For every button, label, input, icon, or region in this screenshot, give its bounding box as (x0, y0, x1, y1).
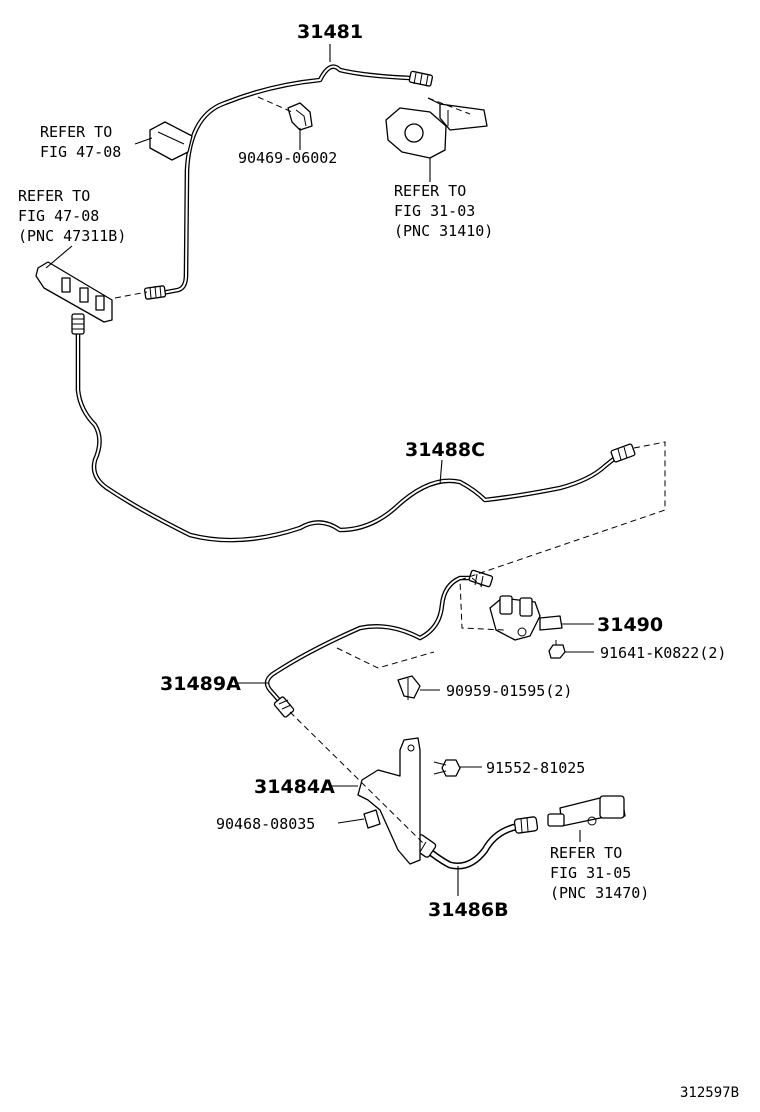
refer-fig-31-03: REFER TO FIG 31-03 (PNC 31410) (394, 182, 493, 240)
release-cylinder (547, 795, 626, 827)
hose-31486b (421, 822, 524, 870)
refer-line-2: FIG 31-05 (550, 864, 631, 882)
junction-bracket-47311b (35, 261, 113, 323)
refer-line-1: REFER TO (40, 123, 112, 141)
label-31484a: 31484A (254, 776, 335, 798)
diagram-code: 312597B (680, 1085, 739, 1101)
master-cylinder (385, 97, 488, 159)
clip-90469-06002 (287, 102, 313, 131)
refer-line-3: (PNC 31410) (394, 222, 493, 240)
label-90469-06002: 90469-06002 (238, 149, 337, 167)
refer-line-1: REFER TO (18, 187, 90, 205)
clip-90959-01595 (397, 675, 421, 700)
leaders (45, 44, 594, 896)
fitting-31486b-right (513, 816, 539, 834)
refer-line-2: FIG 31-03 (394, 202, 475, 220)
bracket-31484a (357, 737, 421, 865)
refer-fig-31-05: REFER TO FIG 31-05 (PNC 31470) (550, 844, 649, 902)
pipe-31488c (75, 327, 618, 543)
refer-line-3: (PNC 31470) (550, 884, 649, 902)
fitting-31488c-left (71, 313, 85, 335)
label-91641-k0822: 91641-K0822(2) (600, 644, 726, 662)
label-90468-08035: 90468-08035 (216, 815, 315, 833)
label-91552-81025: 91552-81025 (486, 759, 585, 777)
label-31489a: 31489A (160, 673, 241, 695)
label-31490: 31490 (597, 614, 663, 636)
dashed-guides (114, 96, 666, 846)
refer-line-2: FIG 47-08 (18, 207, 99, 225)
union-31490 (489, 595, 563, 641)
refer-line-3: (PNC 47311B) (18, 227, 126, 245)
label-31486b: 31486B (428, 899, 509, 921)
fitting-31489a-bottom (273, 696, 295, 718)
fitting-31488c-right (610, 443, 636, 463)
label-90959-01595: 90959-01595(2) (446, 682, 572, 700)
refer-fig-47-08-top: REFER TO FIG 47-08 (40, 123, 121, 161)
bolt-91641-k0822 (548, 640, 566, 659)
refer-line-1: REFER TO (394, 182, 466, 200)
bracket-top-left (149, 121, 193, 161)
label-31481: 31481 (297, 21, 363, 43)
bolt-91552-81025 (433, 759, 461, 777)
clip-90468-08035 (363, 809, 381, 829)
pipe-31489a (264, 575, 473, 710)
fitting-31481-end-right (408, 70, 434, 87)
refer-line-1: REFER TO (550, 844, 622, 862)
label-31488c: 31488C (405, 439, 485, 461)
pipe-31481 (159, 64, 423, 296)
fitting-31481-end-left (144, 285, 167, 300)
refer-fig-47-08-pnc: REFER TO FIG 47-08 (PNC 47311B) (18, 187, 126, 245)
refer-line-2: FIG 47-08 (40, 143, 121, 161)
